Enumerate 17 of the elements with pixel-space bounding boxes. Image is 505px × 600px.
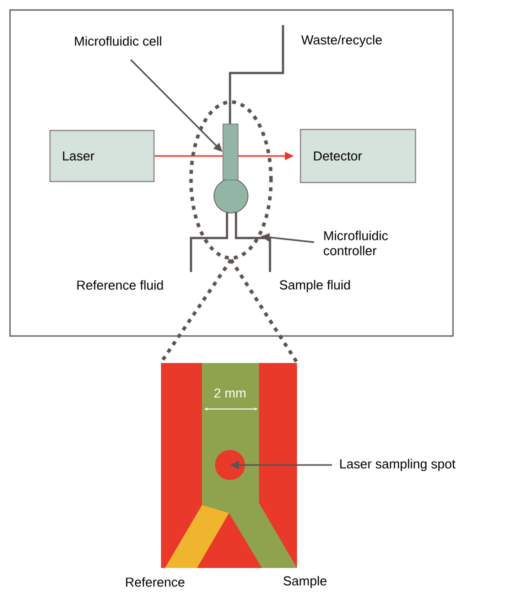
dashed-ellipse xyxy=(189,100,273,260)
label: Reference fluid xyxy=(77,280,163,290)
callout-text: Microfluidic cell xyxy=(75,36,162,46)
zoom-line xyxy=(230,258,299,364)
device-box: Laser xyxy=(49,130,155,182)
label: Sample fluid xyxy=(280,280,350,292)
device-box: Detector xyxy=(300,128,416,184)
sampling-spot xyxy=(215,450,245,480)
channel-inset xyxy=(161,363,297,568)
dimension-label: 2 mm xyxy=(214,388,246,398)
label: Sample xyxy=(284,576,326,588)
callout-text: Microfluidic controller xyxy=(324,230,388,256)
laser-beam xyxy=(154,155,223,157)
callout-text: Laser sampling spot xyxy=(340,458,456,472)
label: Reference xyxy=(126,577,184,587)
cell-column xyxy=(222,124,238,180)
label: Waste/recycle xyxy=(301,34,382,48)
